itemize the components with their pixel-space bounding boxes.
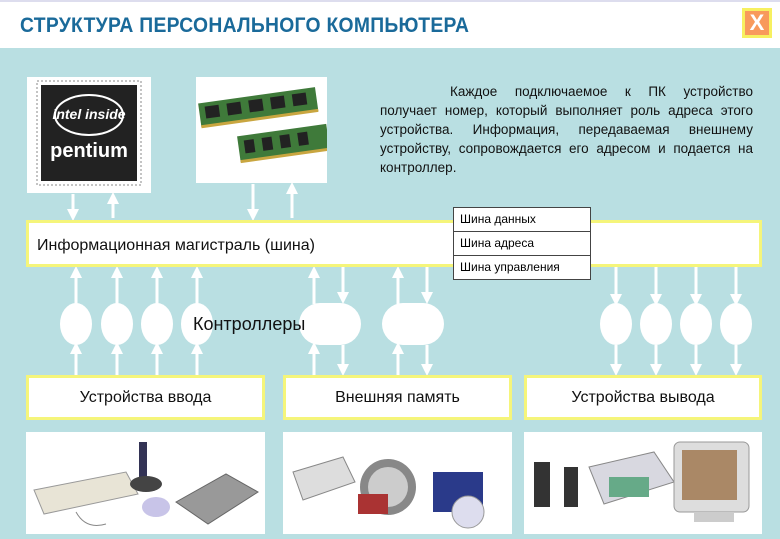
svg-text:pentium: pentium [50,140,128,162]
input-devices-image [26,432,265,534]
controller [680,303,712,345]
cpu-image: intel inside pentium [27,77,151,193]
system-bus: Информационная магистраль (шина) [26,220,762,267]
svg-text:intel inside: intel inside [52,106,125,122]
controllers-label: Контроллеры [193,314,306,334]
output-devices-image [524,432,762,534]
bus-label: Информационная магистраль (шина) [37,237,315,254]
external-memory-box: Внешняя память [283,375,512,420]
bus-type-control: Шина управления [454,255,590,279]
header-bar: СТРУКТУРА ПЕРСОНАЛЬНОГО КОМПЬЮТЕРА X [0,0,780,48]
input-devices-box: Устройства ввода [26,375,265,420]
controller [600,303,632,345]
bus-type-data: Шина данных [460,212,536,226]
controller [60,303,92,345]
bus-type-address: Шина адреса [454,231,590,255]
memory-devices-image [283,432,512,534]
controller [720,303,752,345]
bus-types-table: Шина данных Шина адреса Шина управления [453,207,591,280]
close-button[interactable]: X [742,8,772,38]
description-text: Каждое подключаемое к ПК устройство полу… [380,84,753,175]
output-devices-box: Устройства вывода [524,375,762,420]
controller [141,303,173,345]
controller [101,303,133,345]
controller [382,303,444,345]
page-title: СТРУКТУРА ПЕРСОНАЛЬНОГО КОМПЬЮТЕРА [20,14,470,37]
ram-image [196,77,330,183]
controller [299,303,361,345]
controller [640,303,672,345]
controller [181,303,213,345]
